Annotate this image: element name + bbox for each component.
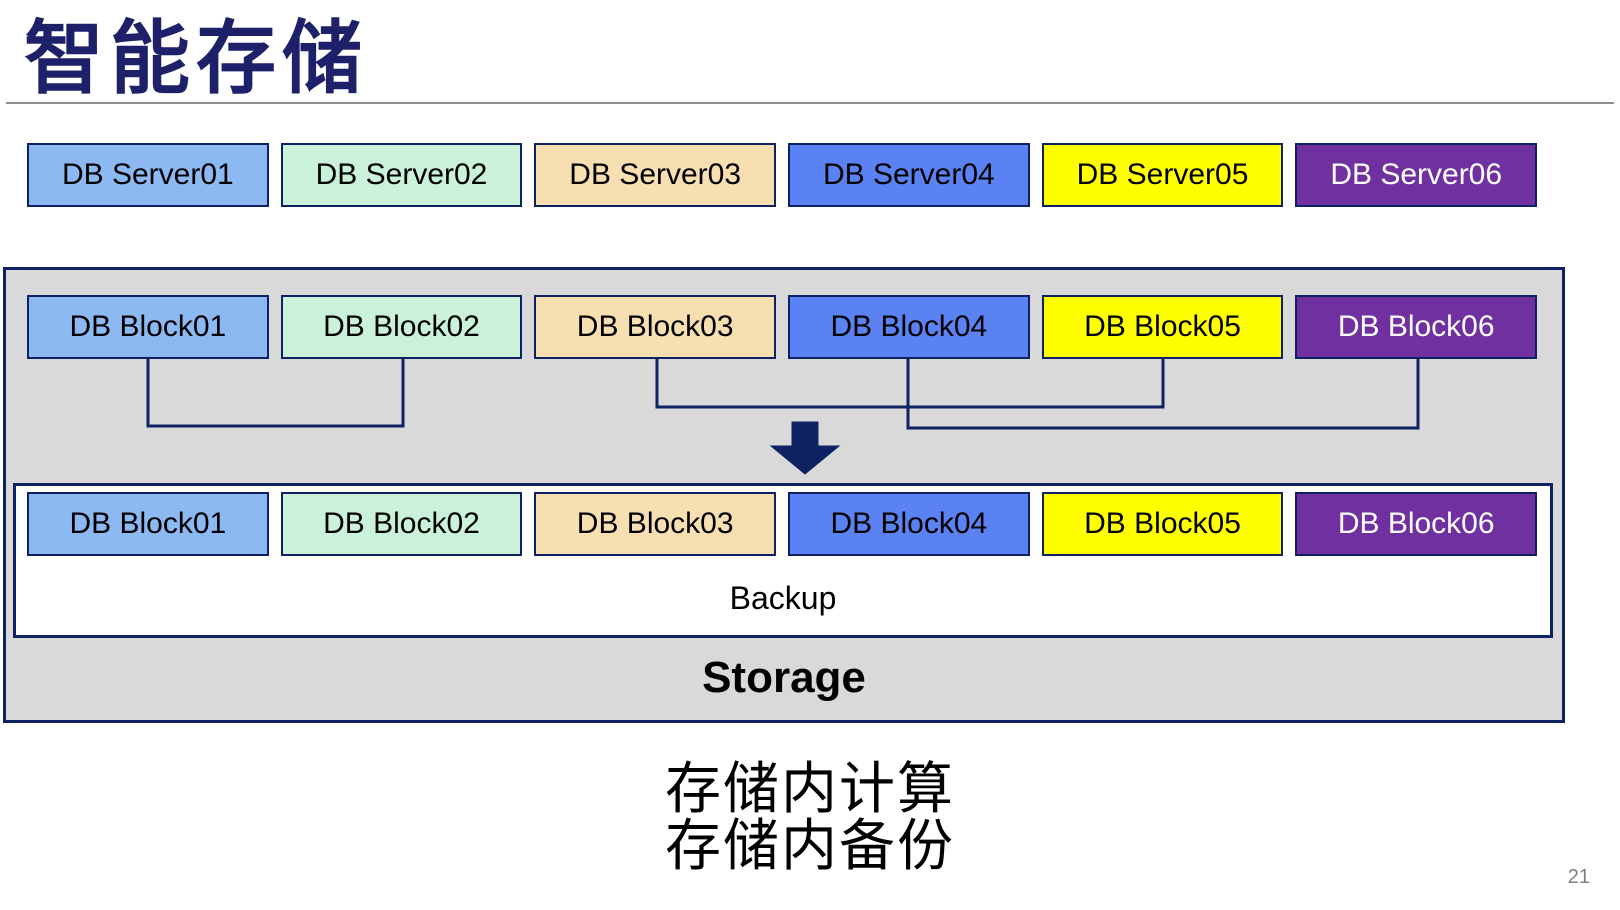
db-block-box-source: DB Block03 xyxy=(534,295,777,359)
caption-line-backup: 存储内备份 xyxy=(665,814,955,877)
db-server-box: DB Server04 xyxy=(788,143,1030,207)
db-server-box: DB Server01 xyxy=(27,143,269,207)
page-number: 21 xyxy=(1567,866,1590,888)
connector-block01-block02 xyxy=(146,359,405,428)
down-arrow-icon xyxy=(769,421,841,475)
db-server-box: DB Server06 xyxy=(1295,143,1538,207)
connector-block03-block05 xyxy=(655,359,1165,409)
db-block-box-source: DB Block05 xyxy=(1041,295,1284,359)
db-server-box: DB Server03 xyxy=(534,143,777,207)
db-block-box-backup: DB Block04 xyxy=(788,492,1030,556)
caption-line-compute: 存储内计算 xyxy=(665,757,955,820)
connector-block04-block06 xyxy=(906,359,1420,430)
db-block-box-source: DB Block01 xyxy=(27,295,269,359)
db-block-box-backup: DB Block05 xyxy=(1041,492,1284,556)
storage-label: Storage xyxy=(702,653,866,702)
db-server-box: DB Server02 xyxy=(280,143,523,207)
db-block-box-source: DB Block04 xyxy=(788,295,1030,359)
caption-block: 存储内计算 存储内备份 xyxy=(0,760,1620,874)
db-block-box-source: DB Block02 xyxy=(280,295,523,359)
backup-label: Backup xyxy=(729,580,837,616)
db-block-box-backup: DB Block01 xyxy=(27,492,269,556)
db-block-box-source: DB Block06 xyxy=(1295,295,1538,359)
title-divider xyxy=(6,102,1614,104)
db-block-box-backup: DB Block06 xyxy=(1295,492,1538,556)
db-block-box-backup: DB Block02 xyxy=(280,492,523,556)
slide-title: 智能存储 xyxy=(24,14,368,103)
db-block-box-backup: DB Block03 xyxy=(534,492,777,556)
db-server-box: DB Server05 xyxy=(1041,143,1284,207)
